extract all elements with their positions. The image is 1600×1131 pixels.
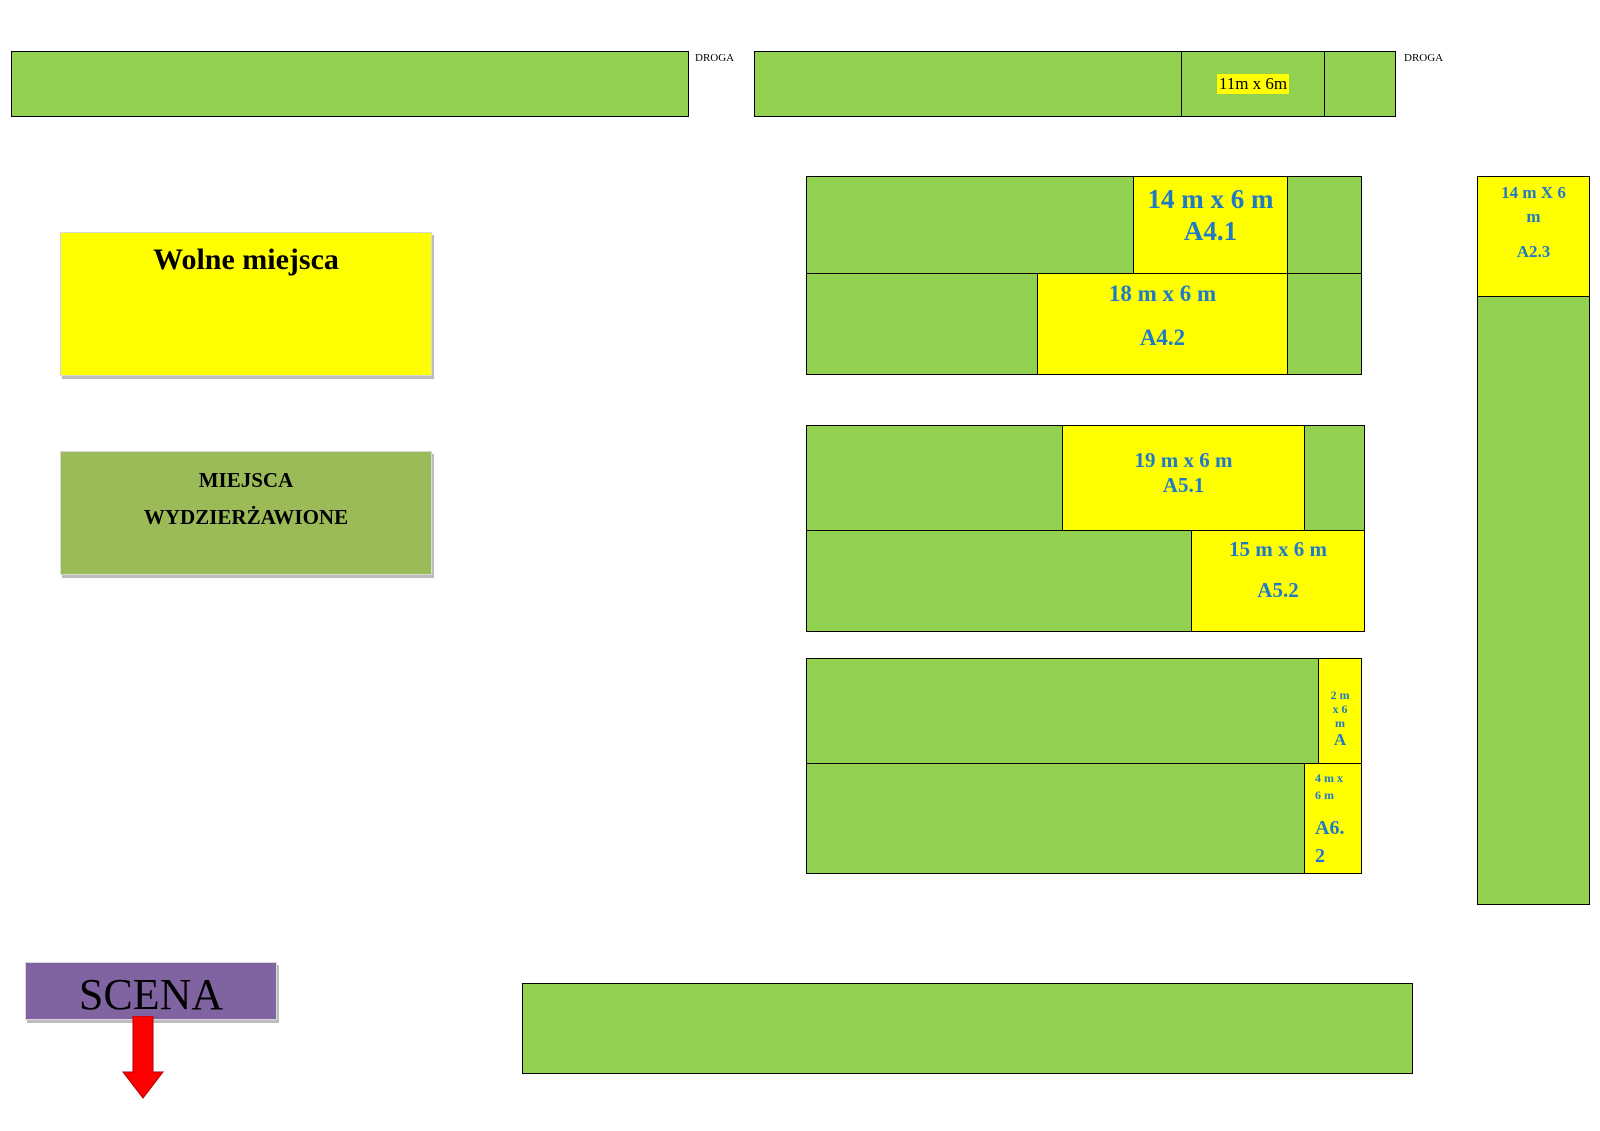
- plot-bottom: [522, 983, 1413, 1074]
- arrow-down-icon: [121, 1016, 165, 1099]
- plot-a6-row1: [806, 658, 1319, 764]
- plot-top-right-a: [754, 51, 1182, 117]
- legend-free-places: Wolne miejsca: [60, 232, 432, 376]
- plot-a4-row2-right: [1287, 273, 1362, 375]
- stand-a4-1-size: 14 m x 6 m: [1147, 184, 1274, 214]
- legend-leased-line2: WYDZIERŻAWIONE: [143, 505, 349, 529]
- stand-a6-1-id: A: [1333, 730, 1347, 750]
- stand-a6-1-line1: 2 m: [1330, 688, 1350, 702]
- stand-a4-1[interactable]: 14 m x 6 m A4.1: [1133, 176, 1288, 274]
- plot-a4-row1-right: [1287, 176, 1362, 274]
- stand-a5-2[interactable]: 15 m x 6 m A5.2: [1191, 530, 1365, 632]
- stand-a4-2[interactable]: 18 m x 6 m A4.2: [1037, 273, 1288, 375]
- plot-a6-row2: [806, 763, 1305, 874]
- stand-a6-2-line1: 4 m x: [1315, 771, 1343, 785]
- stand-a4-1-id: A4.1: [1183, 216, 1238, 247]
- stand-a6-2[interactable]: 4 m x 6 m A6. 2: [1304, 763, 1362, 874]
- plot-a5-row2-left: [806, 530, 1192, 632]
- stand-a6-2-id-line1: A6.: [1315, 816, 1345, 839]
- stand-a5-2-size: 15 m x 6 m: [1229, 537, 1327, 561]
- plot-a4-row2-left: [806, 273, 1038, 375]
- plot-a5-row1-right: [1304, 425, 1365, 531]
- stage-label: SCENA: [25, 962, 277, 1020]
- stand-a2-3-id: A2.3: [1516, 241, 1551, 261]
- stand-a6-1[interactable]: 2 m x 6 m A: [1318, 658, 1362, 764]
- stand-a6-1-line2: x 6: [1332, 701, 1348, 716]
- road-label-right: DROGA: [1404, 52, 1444, 64]
- stand-a5-1-size: 19 m x 6 m: [1134, 448, 1233, 472]
- plot-a5-row1-left: [806, 425, 1063, 531]
- road-label-left: DROGA: [695, 52, 735, 64]
- plot-a2-column: [1477, 296, 1590, 905]
- plot-top-left: [11, 51, 689, 117]
- plot-top-right-c: [1324, 51, 1396, 117]
- stand-a2-3-line2: m: [1526, 207, 1541, 227]
- stand-a6-2-id-line2: 2: [1315, 844, 1325, 867]
- stand-a5-1-id: A5.1: [1162, 473, 1205, 498]
- stand-a4-2-size: 18 m x 6 m: [1108, 281, 1217, 306]
- stand-a2-3-line1: 14 m X 6: [1501, 183, 1566, 202]
- legend-free-title: Wolne miejsca: [153, 243, 339, 276]
- plot-a4-row1-left: [806, 176, 1134, 274]
- legend-leased-places: MIEJSCA WYDZIERŻAWIONE: [60, 451, 432, 575]
- plot-top-free-size: 11m x 6m: [1216, 74, 1290, 94]
- stand-a5-1[interactable]: 19 m x 6 m A5.1: [1062, 425, 1305, 531]
- stand-a6-1-line3: m: [1335, 715, 1345, 730]
- stand-a6-2-line2: 6 m: [1315, 787, 1334, 802]
- legend-leased-line1: MIEJSCA: [198, 468, 294, 492]
- stand-a5-2-id: A5.2: [1257, 578, 1299, 603]
- stand-a2-3[interactable]: 14 m X 6 m A2.3: [1477, 176, 1590, 297]
- stand-a4-2-id: A4.2: [1139, 324, 1186, 350]
- plot-top-right-free-cell[interactable]: 11m x 6m: [1181, 51, 1325, 117]
